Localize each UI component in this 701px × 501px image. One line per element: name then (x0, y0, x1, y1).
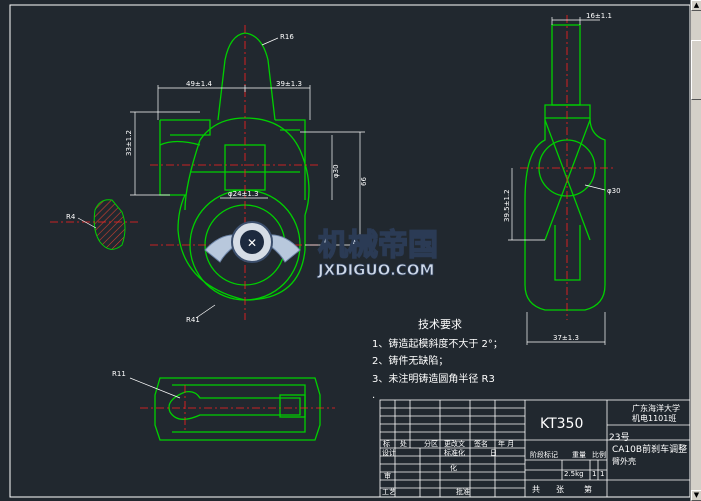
class-name: 机电1101班 (632, 413, 676, 423)
scale-value-2: 1 (600, 470, 604, 478)
row-check: 化 (450, 463, 457, 472)
scroll-down-arrow-icon[interactable]: ▼ (691, 490, 701, 501)
dim-66: 66 (360, 177, 368, 186)
dim-16: 16±1.1 (586, 12, 612, 20)
top-centerlines (140, 385, 335, 432)
top-view (154, 377, 321, 441)
front-centerlines (150, 25, 330, 320)
row-review: 审 (384, 471, 391, 480)
tech-item-3: 3、未注明铸造圆角半径 R3 (372, 372, 495, 385)
tech-bullet: . (372, 390, 375, 401)
dim-r11: R11 (112, 370, 126, 378)
watermark-en: JXDIGUO.COM (317, 261, 434, 279)
svg-text:✕: ✕ (247, 236, 257, 250)
header-col-1: 标 (383, 439, 390, 448)
dim-30-side: φ30 (607, 187, 621, 195)
dim-49: 49±1.4 (186, 80, 212, 88)
dim-33: 33±1.2 (125, 130, 133, 156)
row-process: 工艺 (382, 488, 396, 496)
side-dimension-lines (508, 17, 606, 345)
dim-r16: R16 (280, 33, 294, 41)
header-col-4: 更改文 (444, 439, 465, 448)
sheets-label: 张 (556, 485, 564, 494)
title-block (379, 399, 691, 498)
stage-label: 阶段标记 (530, 450, 558, 459)
material: KT350 (540, 416, 583, 432)
section-detail: R4 (50, 199, 140, 250)
row-date: 日 (490, 449, 497, 457)
scale-value-1: 1 (592, 470, 596, 478)
top-dimension: R11 (112, 370, 181, 399)
front-dimension-labels: R16 49±1.4 39±1.3 33±1.2 φ24±1.3 φ30 66 … (125, 33, 368, 324)
drawing-number: 23号 (609, 432, 629, 443)
row-approve: 批准 (456, 487, 470, 496)
side-dimension-labels: 16±1.1 φ30 39.5±1.2 37±1.3 (503, 12, 621, 342)
row-design: 设计 (382, 448, 396, 457)
scroll-thumb[interactable] (691, 40, 701, 100)
scale-label: 比例 (592, 450, 606, 459)
dim-37: 37±1.3 (553, 334, 579, 342)
part-name-2: 臂外壳 (612, 456, 636, 466)
weight-label: 重量 (572, 451, 586, 459)
part-name: CA10B前刹车调整 (612, 443, 687, 455)
dim-r41: R41 (186, 316, 200, 324)
technical-requirements: 技术要求 1、铸造起模斜度不大于 2°； 2、铸件无缺陷； 3、未注明铸造圆角半… (372, 318, 503, 401)
header-col-2: 处 (400, 439, 407, 448)
dim-39: 39±1.3 (276, 80, 302, 88)
tech-item-2: 2、铸件无缺陷； (372, 354, 448, 367)
watermark-logo: ✕ 机械帝国 JXDIGUO.COM (204, 221, 439, 279)
dim-39-5: 39.5±1.2 (503, 189, 511, 222)
dim-r4: R4 (66, 213, 76, 221)
dim-30-vertical: φ30 (332, 164, 340, 178)
header-col-5: 签名 (474, 439, 488, 448)
side-centerlines (520, 15, 615, 320)
row-standard: 标准化 (444, 448, 465, 457)
sheets-total: 共 (532, 485, 540, 494)
watermark-cn: 机械帝国 (318, 228, 438, 263)
title-block-text: KT350 广东海洋大学 机电1101班 23号 CA10B前刹车调整 臂外壳 … (382, 403, 687, 496)
front-dimension-lines (130, 37, 365, 319)
sheet-number: 第 (584, 484, 592, 494)
header-col-6: 年 月 (498, 439, 514, 448)
scroll-up-arrow-icon[interactable]: ▲ (691, 0, 701, 11)
vertical-scrollbar[interactable]: ▲ ▼ (690, 0, 701, 501)
tech-title: 技术要求 (418, 318, 462, 331)
dim-24: φ24±1.3 (228, 190, 259, 198)
tech-item-1: 1、铸造起模斜度不大于 2°； (372, 337, 503, 350)
school-name: 广东海洋大学 (632, 403, 680, 413)
header-col-3: 分区 (424, 439, 438, 448)
side-view (524, 24, 606, 311)
weight-value: 2.5kg (564, 470, 584, 478)
